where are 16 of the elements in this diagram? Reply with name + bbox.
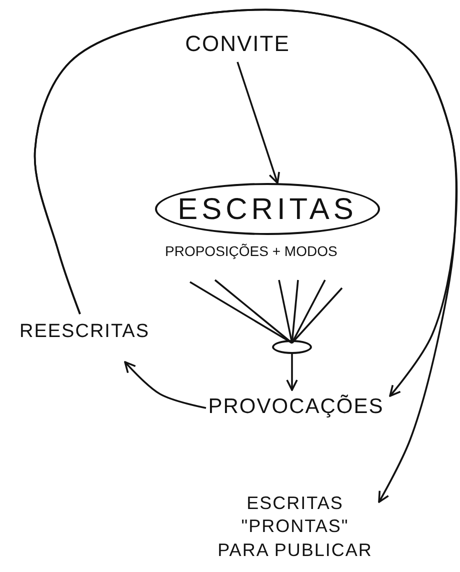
node-label: ESCRITAS xyxy=(178,192,358,228)
arrow xyxy=(34,8,458,503)
node-label: CONVITE xyxy=(185,30,290,58)
node-caption: PROPOSIÇÕES + MODOS xyxy=(165,243,338,259)
node-label: PROVOCAÇÕES xyxy=(208,394,384,420)
converging-line xyxy=(291,287,343,344)
small-oval xyxy=(272,340,312,354)
arrow xyxy=(236,62,280,184)
node-label: REESCRITAS xyxy=(19,320,150,344)
converging-line xyxy=(190,281,292,344)
converging-line xyxy=(291,280,299,344)
oval xyxy=(155,183,380,235)
arrow xyxy=(286,354,298,391)
node-label: ESCRITAS "PRONTAS" PARA PUBLICAR xyxy=(216,492,374,562)
converging-line xyxy=(214,279,293,344)
arrow xyxy=(124,361,206,409)
